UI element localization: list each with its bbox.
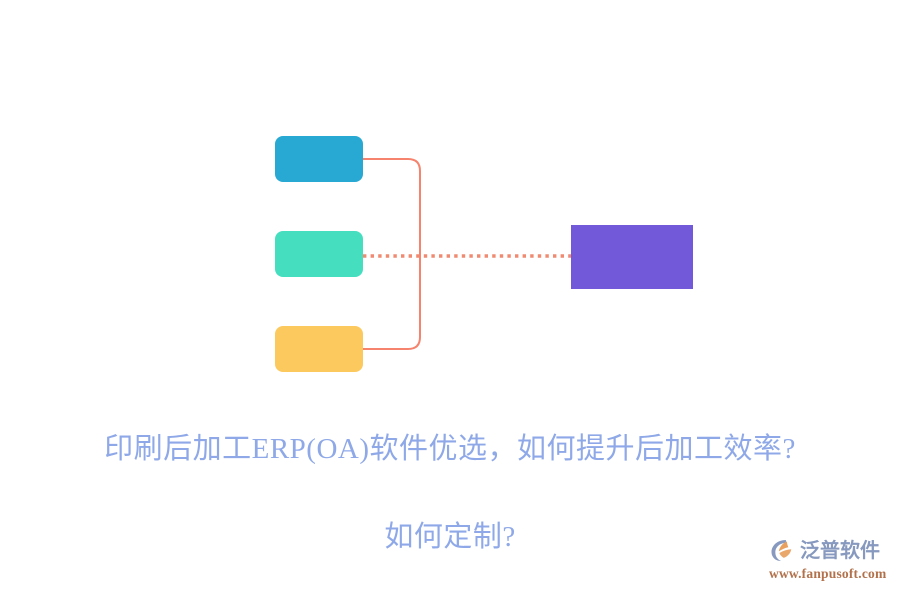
connector-bracket	[362, 158, 421, 350]
watermark-url: www.fanpusoft.com	[769, 566, 887, 581]
caption-line-2: 如何定制?	[384, 521, 516, 553]
caption-line-1: 印刷后加工ERP(OA)软件优选，如何提升后加工效率?	[104, 433, 796, 465]
fanpu-logo-icon	[771, 539, 792, 562]
watermark: 泛普软件 www.fanpusoft.com	[768, 535, 892, 587]
watermark-brand-name: 泛普软件	[800, 538, 880, 562]
watermark-brand-row: 泛普软件	[768, 535, 880, 565]
diagram-node-yellow[interactable]	[275, 326, 363, 372]
caption-block: 印刷后加工ERP(OA)软件优选，如何提升后加工效率? 如何定制?	[0, 383, 900, 603]
diagram-node-blue[interactable]	[275, 136, 363, 182]
diagram-node-purple[interactable]	[571, 225, 693, 289]
diagram-node-green[interactable]	[275, 231, 363, 277]
